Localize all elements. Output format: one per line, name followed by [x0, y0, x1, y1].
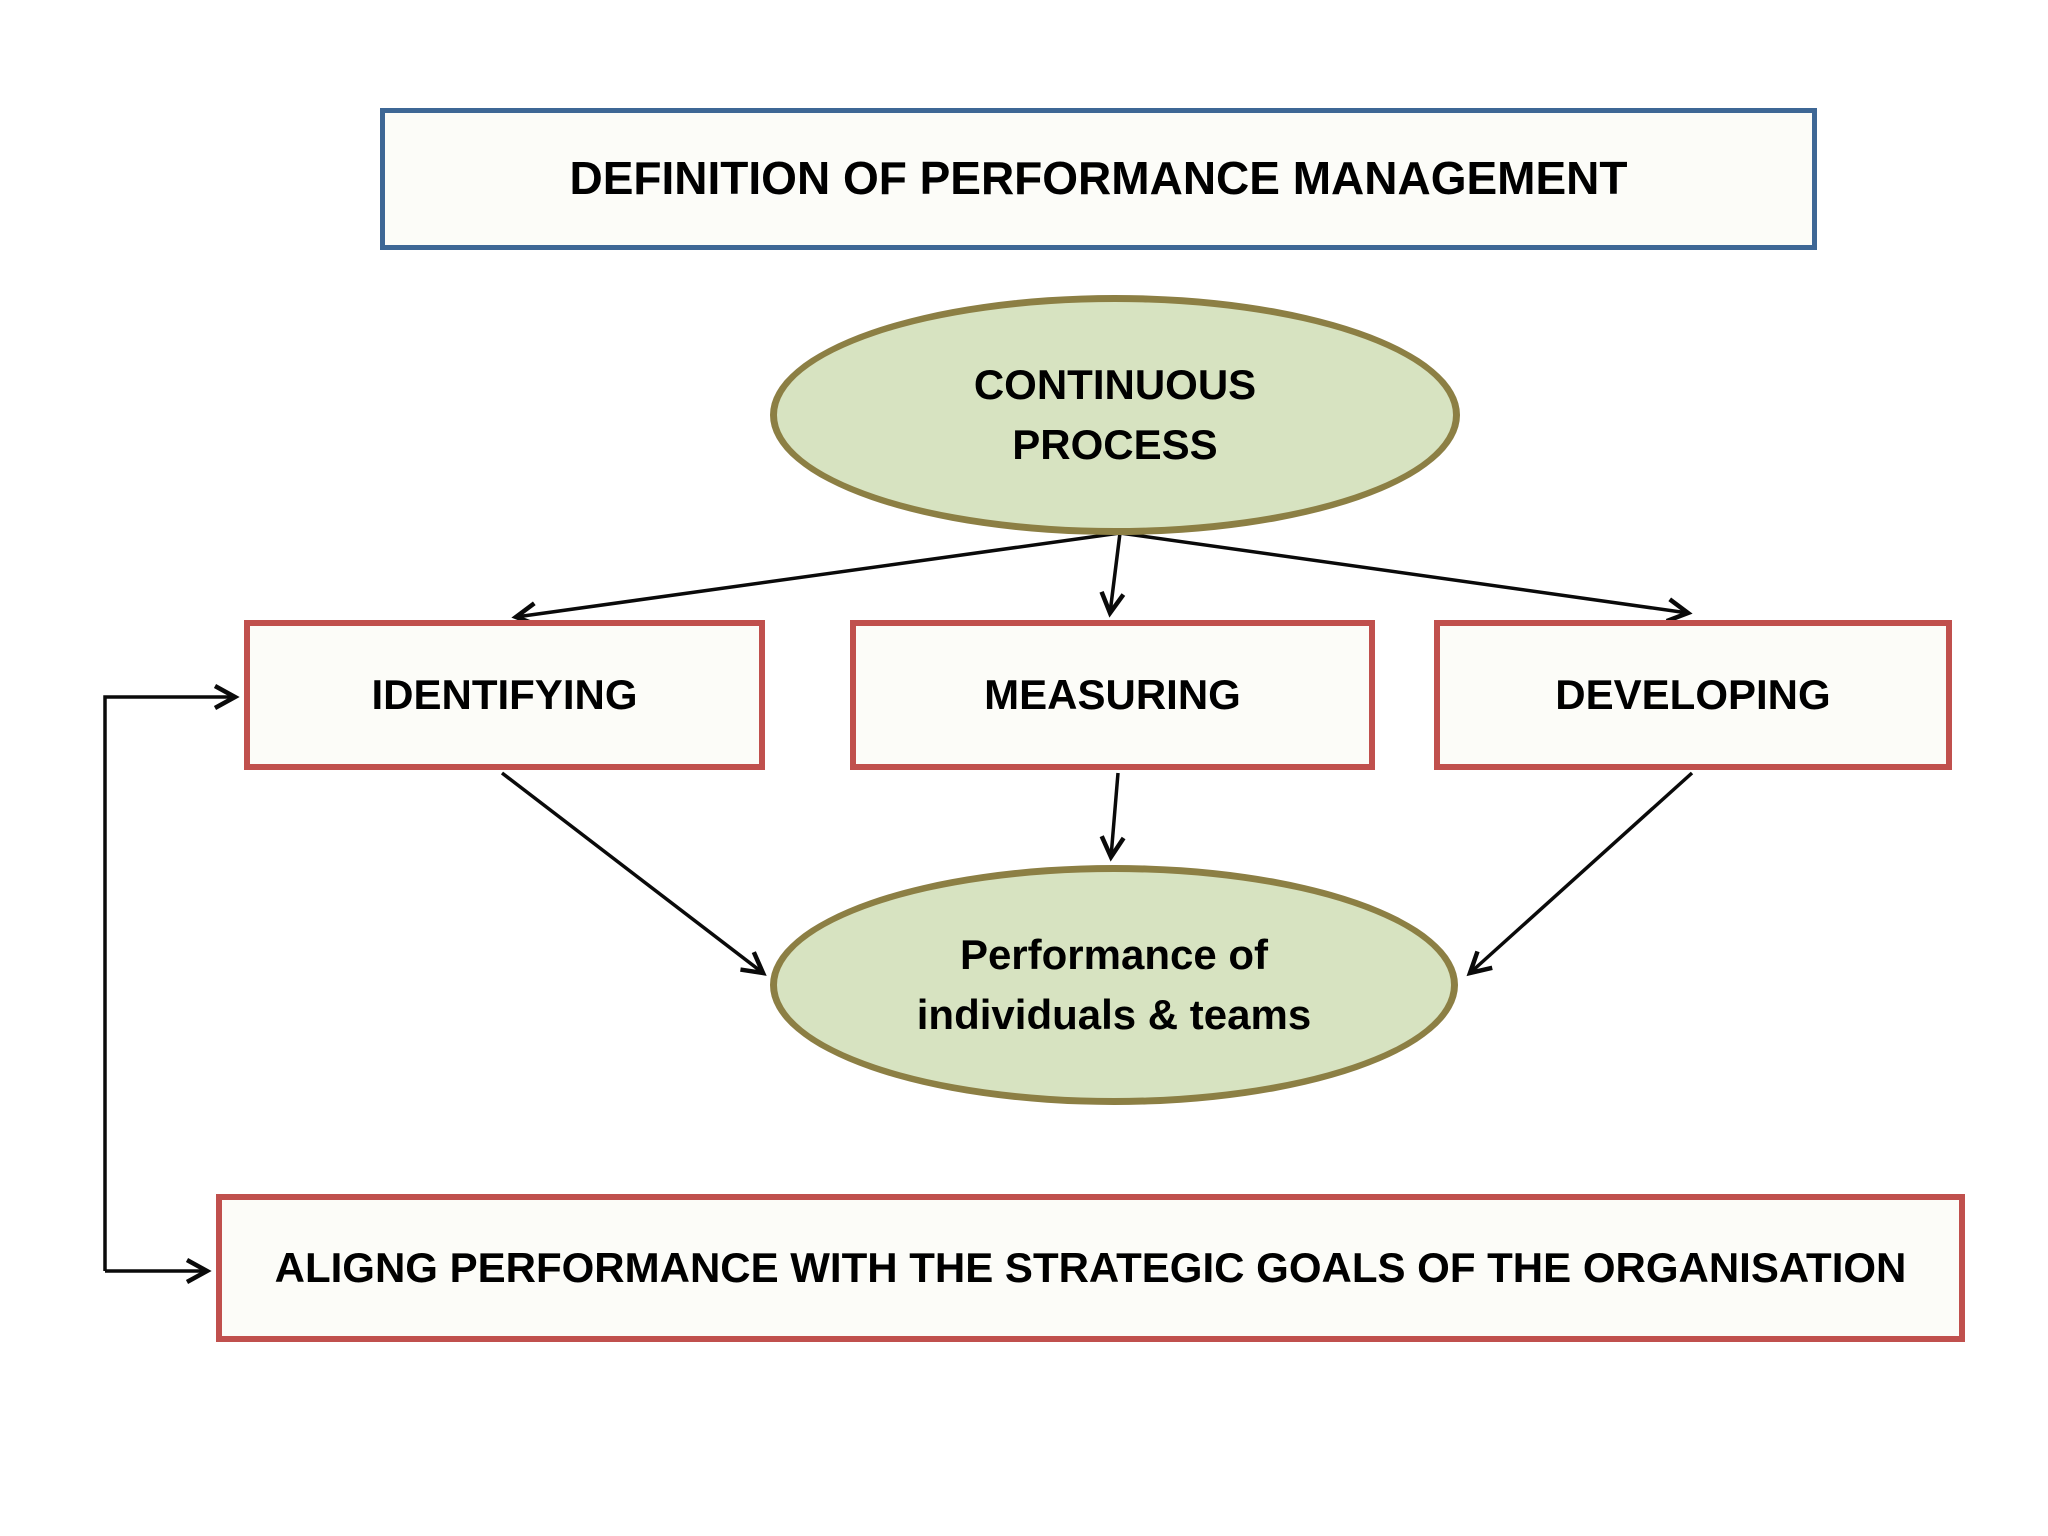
- performance-label: Performance of individuals & teams: [916, 931, 1312, 1038]
- developing-box: DEVELOPING: [1434, 620, 1952, 770]
- continuous-process-label: CONTINUOUS PROCESS: [973, 361, 1257, 468]
- continuous-process-ellipse: CONTINUOUS PROCESS: [770, 295, 1460, 535]
- align-goals-box: ALIGNG PERFORMANCE WITH THE STRATEGIC GO…: [216, 1194, 1965, 1342]
- feedback-line-to-identifying: [103, 684, 240, 1271]
- arrow-process-to-identifying: [511, 531, 1121, 628]
- arrow-identifying-to-performance: [500, 771, 767, 976]
- arrow-measuring-to-performance: [1099, 772, 1126, 862]
- performance-ellipse: Performance of individuals & teams: [770, 865, 1458, 1105]
- identifying-box: IDENTIFYING: [244, 620, 765, 770]
- measuring-label: MEASURING: [984, 671, 1241, 719]
- arrow-process-to-developing: [1119, 531, 1693, 624]
- title-text: DEFINITION OF PERFORMANCE MANAGEMENT: [569, 152, 1628, 205]
- align-goals-label: ALIGNG PERFORMANCE WITH THE STRATEGIC GO…: [274, 1244, 1907, 1292]
- arrow-process-to-measuring: [1099, 532, 1126, 618]
- title-box: DEFINITION OF PERFORMANCE MANAGEMENT: [380, 108, 1817, 250]
- arrow-developing-to-performance: [1466, 771, 1694, 977]
- developing-label: DEVELOPING: [1555, 671, 1831, 719]
- identifying-label: IDENTIFYING: [371, 671, 638, 719]
- measuring-box: MEASURING: [850, 620, 1375, 770]
